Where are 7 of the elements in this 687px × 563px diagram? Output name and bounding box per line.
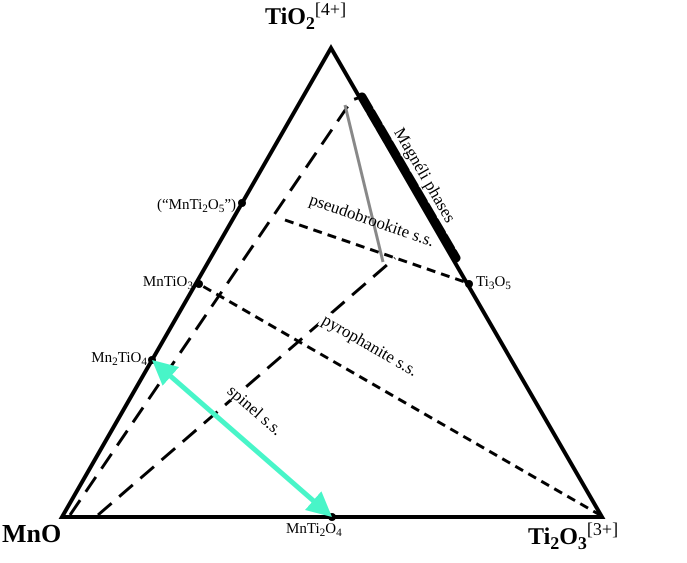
compound-label: MnO — [2, 518, 62, 550]
double-arrow — [152, 360, 332, 517]
compound-label: Mn$_{2}$TiO$_{4}$ — [91, 349, 147, 368]
compound-label: Ti$_{3}$O$_{5}$ — [476, 273, 511, 292]
compound-label: (“MnTi$_{2}$O$_{5}$”) — [156, 196, 236, 215]
compound-label: MnTi$_{2}$O$_{4}$ — [286, 520, 342, 539]
tie-line — [202, 285, 601, 516]
